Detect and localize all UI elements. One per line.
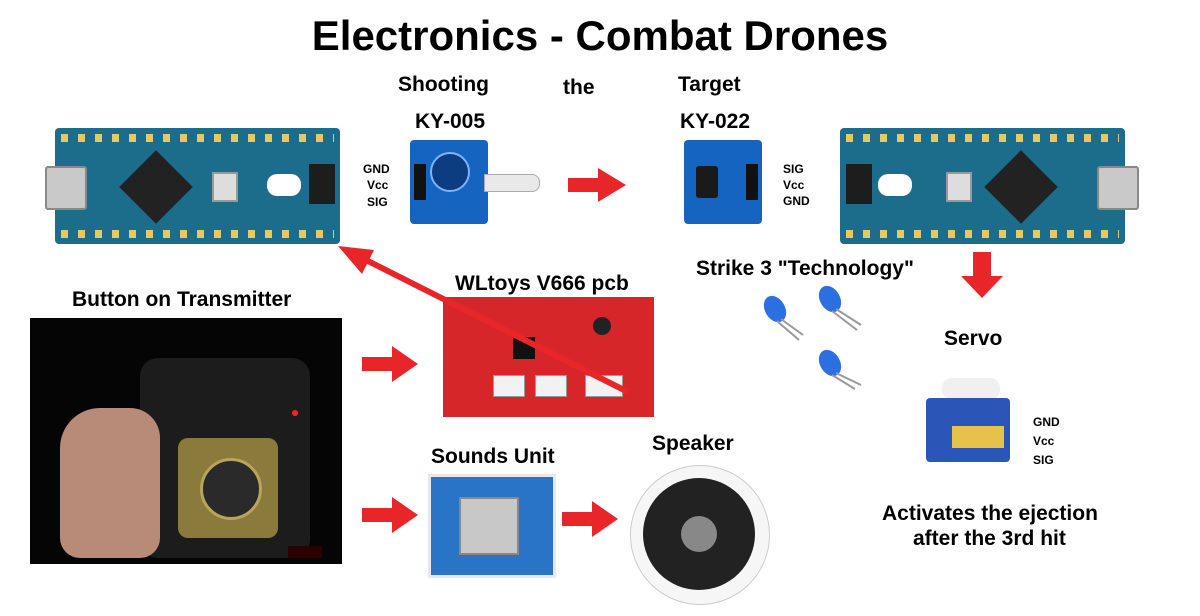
pin-header bbox=[414, 164, 426, 200]
ky022-module bbox=[684, 140, 762, 224]
label-shooting: Shooting bbox=[398, 73, 489, 96]
label-speaker: Speaker bbox=[652, 432, 734, 455]
led-display bbox=[288, 546, 322, 558]
label-sounds-unit: Sounds Unit bbox=[431, 445, 555, 468]
usb-connector bbox=[45, 166, 87, 210]
pin-header bbox=[746, 164, 758, 200]
usb-connector bbox=[1097, 166, 1139, 210]
arrow-transmitter-to-sounds bbox=[362, 497, 418, 533]
label-target: Target bbox=[678, 73, 741, 96]
ky005-pin-vcc: Vcc bbox=[367, 178, 389, 192]
label-wltoys-pcb: WLtoys V666 pcb bbox=[455, 272, 629, 295]
blue-led-3 bbox=[818, 349, 862, 390]
reset-button bbox=[212, 172, 238, 202]
arrow-sounds-to-speaker bbox=[562, 501, 618, 537]
ky005-pin-gnd: GND bbox=[363, 162, 390, 176]
label-the: the bbox=[563, 76, 595, 99]
gimbal-stick bbox=[200, 458, 262, 520]
speaker-dome bbox=[681, 516, 717, 552]
servo-horn bbox=[942, 378, 1000, 400]
page-title: Electronics - Combat Drones bbox=[311, 12, 889, 59]
label-ky022: KY-022 bbox=[680, 110, 751, 133]
wltoys-pcb bbox=[443, 297, 654, 417]
connector-2 bbox=[535, 375, 567, 397]
label-servo: Servo bbox=[944, 327, 1003, 350]
pin-header-bottom bbox=[61, 230, 334, 238]
speaker bbox=[630, 465, 770, 605]
capacitor bbox=[593, 317, 611, 335]
arrow-shooting-to-target bbox=[568, 168, 626, 202]
reset-button bbox=[946, 172, 972, 202]
icsp-header bbox=[309, 164, 335, 204]
ky022-pin-gnd: GND bbox=[783, 194, 810, 208]
ky005-pin-sig: SIG bbox=[367, 195, 388, 209]
arduino-nano-right bbox=[840, 128, 1139, 244]
ir-led bbox=[484, 174, 540, 192]
red-led bbox=[292, 410, 298, 416]
ky005-module bbox=[410, 140, 488, 224]
ky022-pin-vcc: Vcc bbox=[783, 178, 805, 192]
label-button-on-transmitter: Button on Transmitter bbox=[72, 288, 292, 311]
ir-receiver bbox=[696, 166, 718, 198]
servo-pin-vcc: Vcc bbox=[1033, 434, 1055, 448]
hand bbox=[60, 408, 160, 558]
arrow-transmitter-to-pcb bbox=[362, 346, 418, 382]
label-ky005: KY-005 bbox=[415, 110, 486, 133]
label-activates-line2: after the 3rd hit bbox=[913, 527, 1066, 550]
connector-1 bbox=[493, 375, 525, 397]
sd-card-slot bbox=[459, 497, 519, 555]
arduino-nano-left bbox=[45, 128, 340, 244]
nano-logo bbox=[267, 174, 301, 196]
ir-emitter-base bbox=[430, 152, 470, 192]
blue-led-2 bbox=[818, 285, 862, 331]
blue-led-1 bbox=[763, 295, 804, 341]
sounds-unit-module bbox=[428, 474, 556, 578]
label-activates-line1: Activates the ejection bbox=[882, 502, 1098, 525]
transmitter-photo bbox=[30, 318, 342, 564]
pin-header-top bbox=[61, 134, 334, 142]
servo-label bbox=[952, 426, 1004, 448]
arrow-nano-to-servo bbox=[961, 252, 1003, 298]
ky022-pin-sig: SIG bbox=[783, 162, 804, 176]
label-strike3: Strike 3 "Technology" bbox=[696, 257, 914, 280]
pin-header-top bbox=[846, 134, 1119, 142]
servo-pin-sig: SIG bbox=[1033, 453, 1054, 467]
icsp-header bbox=[846, 164, 872, 204]
servo-pin-gnd: GND bbox=[1033, 415, 1060, 429]
nano-logo bbox=[878, 174, 912, 196]
pin-header-bottom bbox=[846, 230, 1119, 238]
arrow-pcb-to-nano bbox=[338, 246, 630, 395]
servo-motor bbox=[922, 378, 1012, 476]
strike-leds bbox=[763, 285, 862, 390]
